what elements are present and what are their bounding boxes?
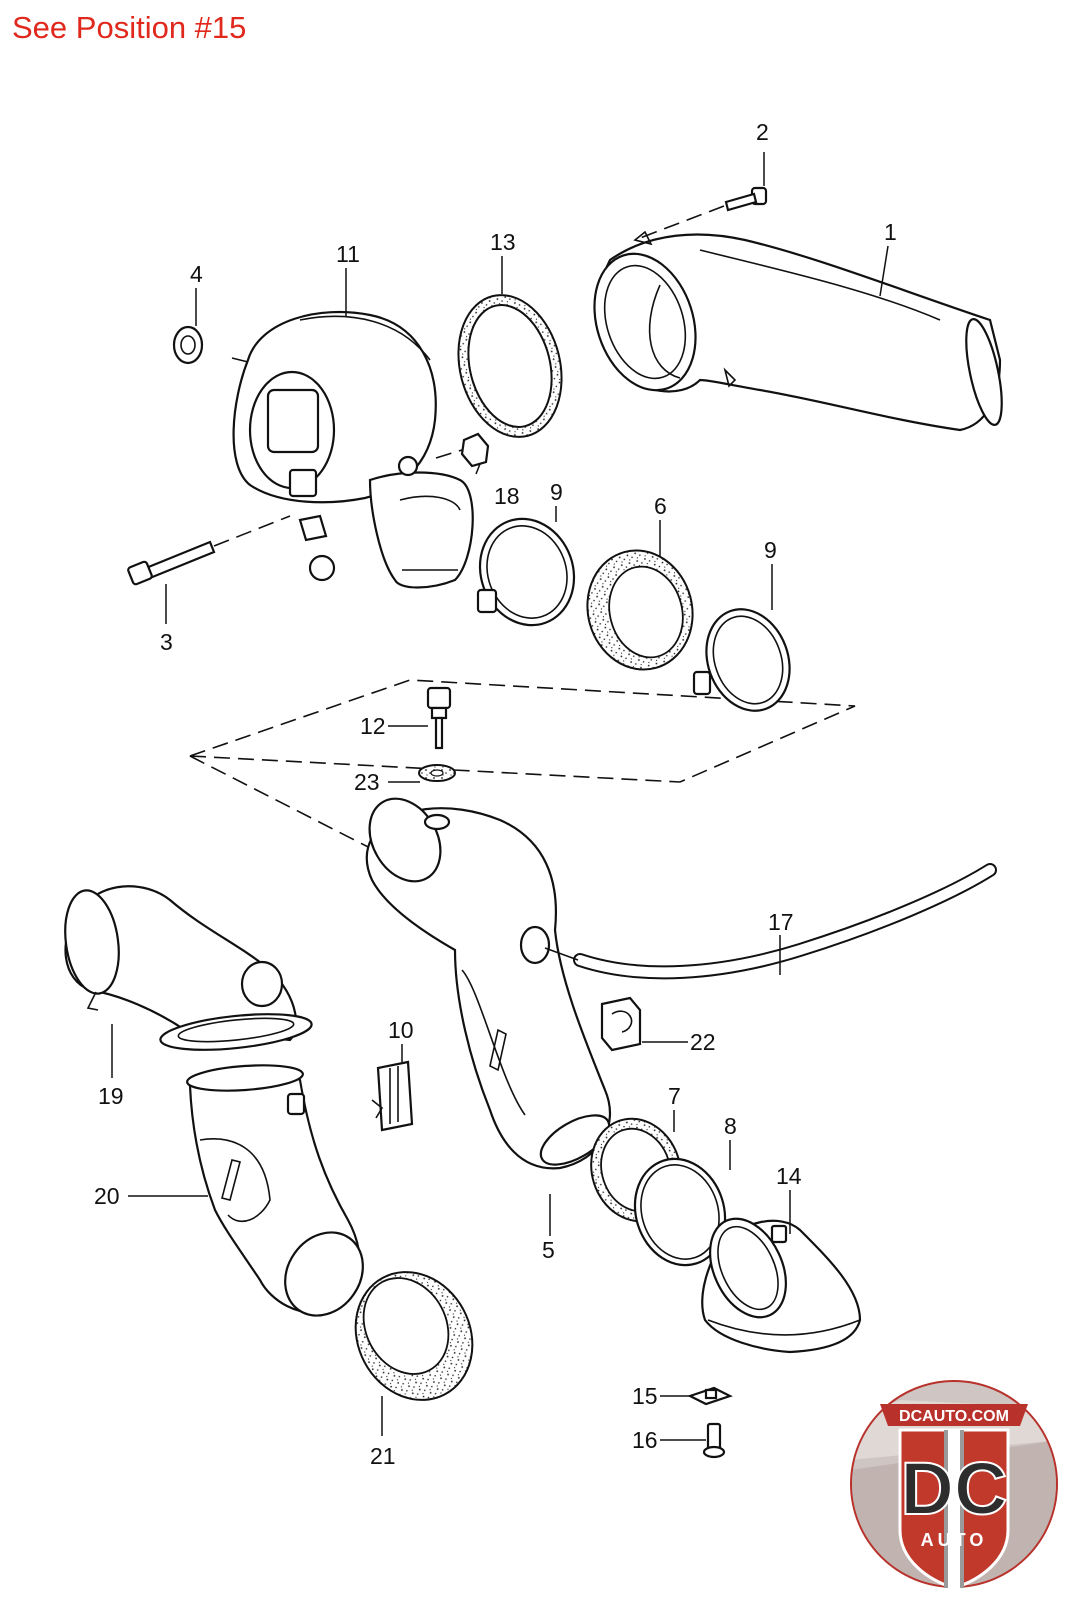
part-23-washer [418, 764, 456, 782]
part-18-nut [435, 432, 490, 468]
callout-13: 13 [490, 229, 516, 255]
callout-leaders [111, 152, 889, 1441]
callout-18: 18 [494, 483, 520, 509]
dcauto-logo: DCAUTO.COM DC AUTO [850, 1380, 1058, 1590]
callout-23: 23 [354, 769, 380, 795]
part-1-air-duct [593, 230, 1003, 432]
callout-11: 11 [336, 241, 360, 267]
callout-2: 2 [756, 119, 769, 145]
part-12-sensor [426, 686, 452, 750]
callout-22: 22 [690, 1029, 716, 1055]
callout-21: 21 [370, 1443, 396, 1469]
callout-17: 17 [768, 909, 794, 935]
part-6-sleeve [586, 549, 694, 671]
assembly-dashed-outline [189, 679, 856, 783]
callout-15: 15 [632, 1383, 658, 1409]
callout-3: 3 [160, 629, 173, 655]
callout-9b: 9 [764, 537, 777, 563]
logo-sub-text: AUTO [921, 1530, 988, 1550]
part-5-intake-pipe [365, 797, 611, 1170]
callout-14: 14 [776, 1163, 802, 1189]
part-10-connector [371, 1060, 414, 1132]
part-11-blower-motor [231, 310, 474, 589]
part-3-bolt [127, 515, 291, 586]
callout-12: 12 [360, 713, 386, 739]
callout-8: 8 [724, 1113, 737, 1139]
logo-main-text: DC [901, 1447, 1008, 1530]
callout-7: 7 [668, 1083, 681, 1109]
part-16-screw [702, 1422, 726, 1459]
part-14-funnel-adapter [701, 1217, 862, 1354]
callout-4: 4 [190, 261, 203, 287]
part-20-lower-tube [186, 1064, 364, 1317]
part-8-band [633, 1157, 727, 1267]
assembly-dashed-line-to-pipe [189, 755, 375, 851]
part-9-hose-clamp-upper [476, 517, 576, 627]
callout-labels: 1 2 3 4 5 6 7 8 9 9 10 11 12 13 14 15 16… [94, 119, 897, 1469]
part-2-bolt [639, 186, 768, 239]
callout-20: 20 [94, 1183, 120, 1209]
callout-6: 6 [654, 493, 667, 519]
callout-9a: 9 [550, 479, 563, 505]
callout-5: 5 [542, 1237, 555, 1263]
logo-top-text: DCAUTO.COM [899, 1408, 1009, 1425]
callout-19: 19 [98, 1083, 124, 1109]
part-13-gasket [457, 294, 563, 438]
part-9-hose-clamp-lower [692, 608, 791, 712]
part-21-bellows [354, 1271, 474, 1401]
callout-10: 10 [388, 1017, 414, 1043]
part-4-grommet [172, 325, 204, 365]
part-17-breather-hose [544, 863, 997, 980]
callout-16: 16 [632, 1427, 658, 1453]
part-15-clip-nut [687, 1386, 733, 1406]
see-position-note: See Position #15 [12, 10, 247, 45]
part-19-elbow-tube [64, 885, 313, 1051]
part-22-clip [600, 996, 642, 1052]
callout-1: 1 [884, 219, 897, 245]
